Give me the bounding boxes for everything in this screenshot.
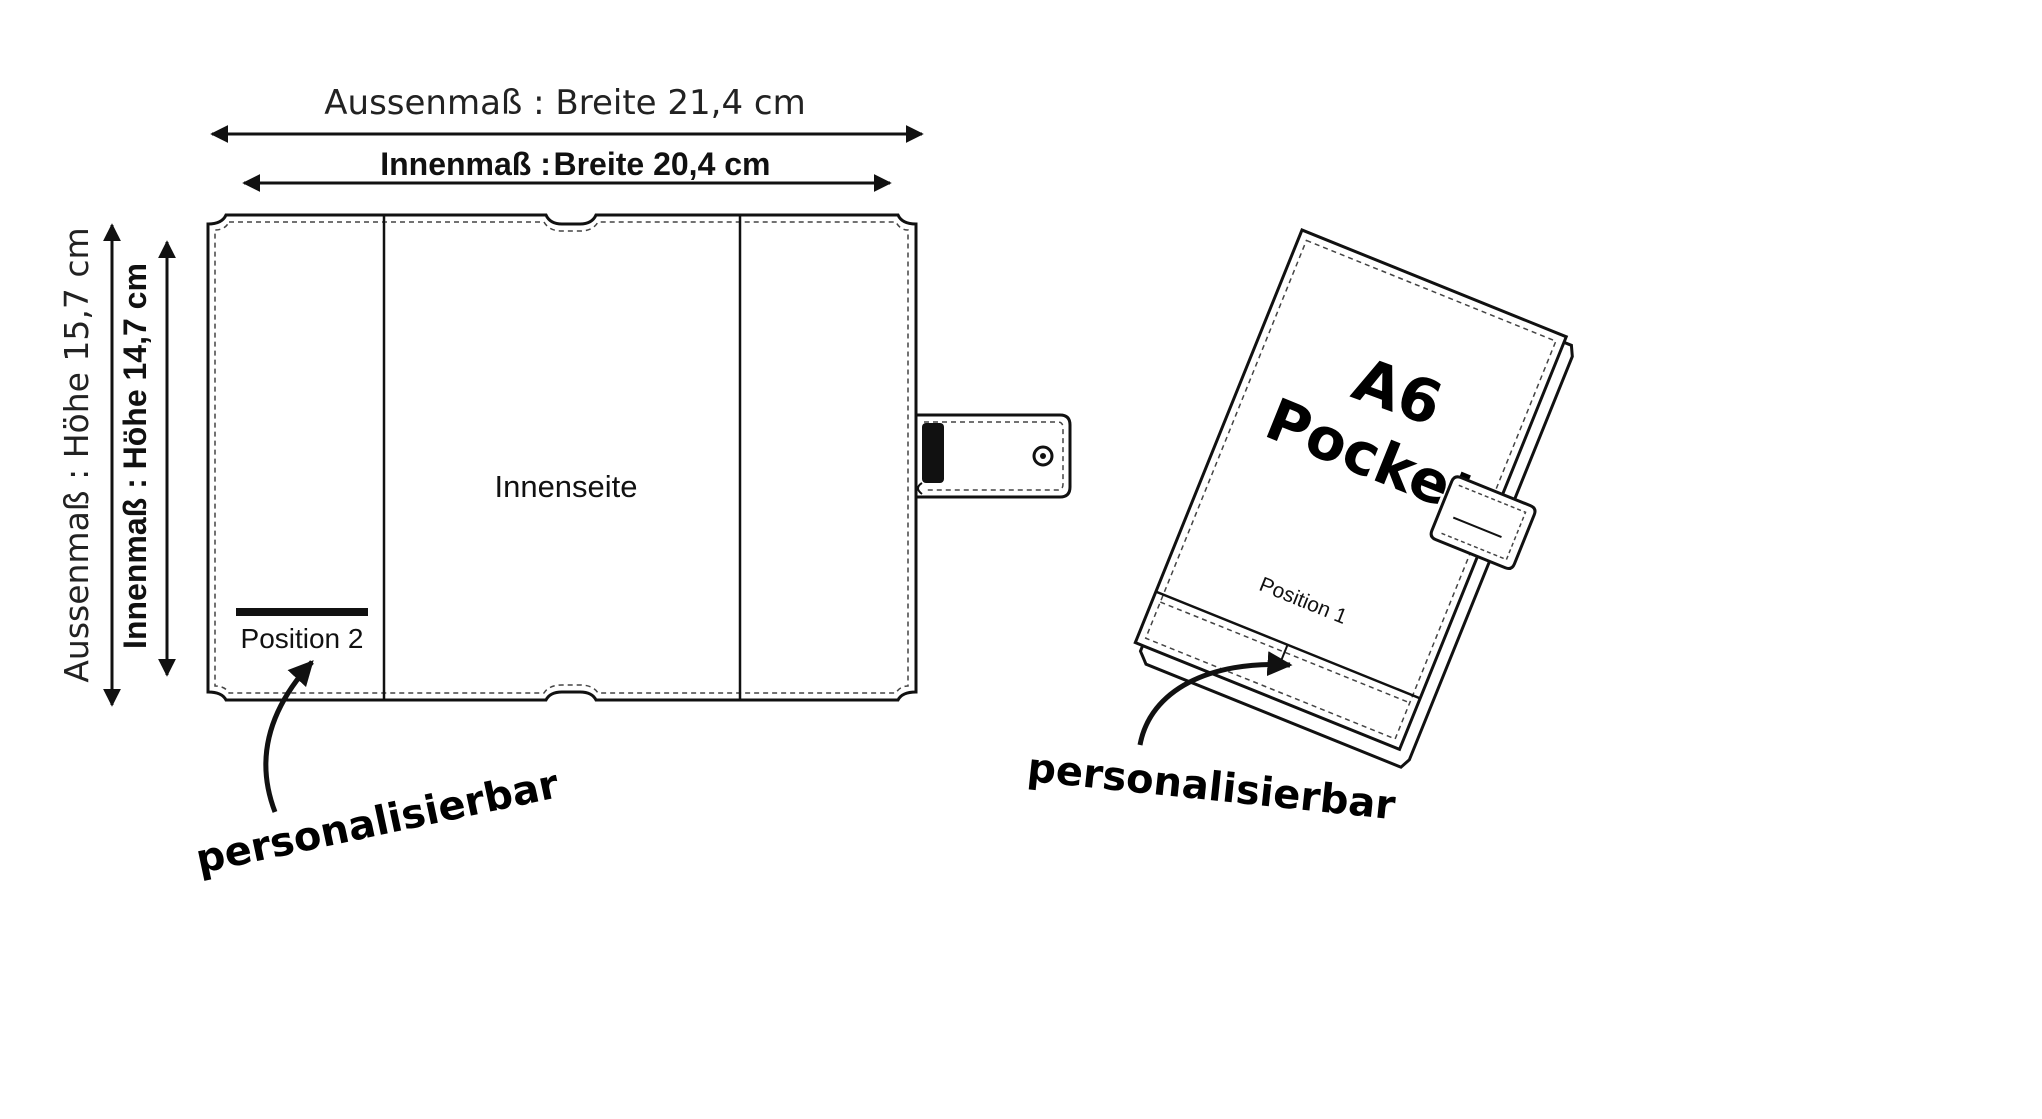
inner-width-label-key: Innenmaß : [380, 146, 551, 182]
closed-cover-front [1133, 228, 1569, 752]
inner-width-dimension: Innenmaß : Breite 20,4 cm [242, 146, 892, 192]
inner-width-label-value: Breite 20,4 cm [553, 146, 770, 182]
outer-height-label: Aussenmaß : Höhe 15,7 cm [57, 227, 96, 682]
open-cover: Innenseite Position 2 [206, 213, 1072, 702]
outer-width-dimension: Aussenmaß : Breite 21,4 cm [210, 83, 924, 143]
clasp-tab [914, 413, 1072, 499]
outer-width-label: Aussenmaß : Breite 21,4 cm [324, 83, 805, 123]
inner-height-dimension: Innenmaß : Höhe 14,7 cm [117, 240, 176, 677]
closed-cover: A6 Pocket Position 1 [1133, 228, 1574, 769]
position-2-label: Position 2 [241, 623, 364, 654]
snap-button-icon [1032, 445, 1054, 467]
outer-height-dimension: Aussenmaß : Höhe 15,7 cm [57, 223, 121, 707]
inner-width-label: Innenmaß : Breite 20,4 cm [380, 146, 770, 182]
callout-arrow-position-2 [263, 660, 314, 813]
inner-height-label: Innenmaß : Höhe 14,7 cm [117, 263, 153, 649]
callout-arrow-position-1 [1137, 651, 1293, 746]
inner-page-label: Innenseite [494, 469, 637, 504]
callout-label-right: personalisierbar [1025, 745, 1397, 829]
callout-label-left: personalisierbar [192, 761, 563, 883]
closed-clasp-tab [1429, 475, 1537, 570]
